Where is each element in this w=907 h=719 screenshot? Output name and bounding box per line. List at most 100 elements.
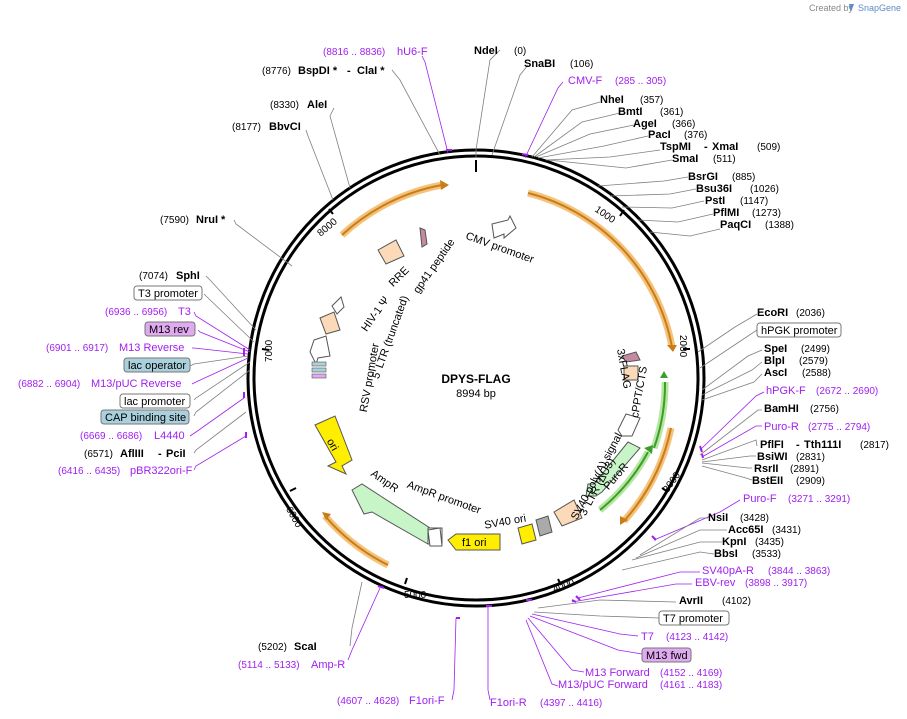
site-snabi[interactable]: SnaBI (106) bbox=[524, 58, 593, 70]
site-bsteii[interactable]: BstEII (2909) bbox=[752, 475, 825, 487]
feature-box-lac-operator[interactable]: lac operator bbox=[123, 357, 191, 373]
site-agei[interactable]: AgeI (366) bbox=[633, 118, 695, 130]
primer-cmv-f[interactable]: CMV-F (285 .. 305) bbox=[568, 75, 666, 87]
site-ndei[interactable]: NdeI (0) bbox=[474, 45, 526, 57]
svg-text:EBV-rev: EBV-rev bbox=[695, 577, 736, 589]
site-scai[interactable]: (5202) ScaI bbox=[258, 641, 317, 653]
svg-text:F1ori-R: F1ori-R bbox=[490, 697, 527, 709]
site-rsrii[interactable]: RsrII (2891) bbox=[754, 463, 819, 475]
feature-box-m13-rev[interactable]: M13 rev bbox=[144, 321, 196, 337]
site-alei[interactable]: (8330) AleI bbox=[270, 99, 327, 111]
feature-box-t3-promoter[interactable]: T3 promoter bbox=[133, 285, 203, 301]
primer-pbr322ori-f[interactable]: (6416 .. 6435) pBR322ori-F bbox=[58, 465, 193, 477]
primer-amp-r[interactable]: (5114 .. 5133) Amp-R bbox=[238, 659, 345, 671]
primer-f1ori-f[interactable]: (4607 .. 4628) F1ori-F bbox=[337, 695, 445, 707]
feature-flag[interactable] bbox=[621, 351, 641, 363]
feature-box-cap-binding[interactable]: CAP binding site bbox=[100, 409, 190, 425]
feature-psi[interactable] bbox=[331, 296, 345, 315]
feature-puror[interactable] bbox=[585, 441, 641, 497]
tick-5000: 5000 bbox=[404, 590, 427, 601]
site-bspdi-clai[interactable]: (8776) BspDI * - ClaI * bbox=[262, 65, 385, 77]
svg-text:(3435): (3435) bbox=[755, 537, 784, 548]
primer-m13-puc-reverse[interactable]: (6882 .. 6904) M13/pUC Reverse bbox=[18, 378, 181, 390]
svg-text:NruI *: NruI * bbox=[196, 214, 226, 226]
site-asci[interactable]: AscI (2588) bbox=[764, 367, 831, 379]
primer-puro-r[interactable]: Puro-R (2775 .. 2794) bbox=[764, 421, 870, 433]
feature-cppt[interactable] bbox=[617, 413, 641, 437]
feature-sv40ori[interactable] bbox=[517, 523, 537, 545]
site-bmti[interactable]: BmtI (361) bbox=[618, 106, 683, 118]
site-nsii[interactable]: NsiI (3428) bbox=[708, 512, 769, 524]
feature-box-m13-fwd[interactable]: M13 fwd bbox=[641, 647, 692, 663]
svg-text:-: - bbox=[158, 448, 162, 460]
primer-l4440[interactable]: (6669 .. 6686) L4440 bbox=[80, 430, 185, 442]
svg-text:Tth111I: Tth111I bbox=[804, 439, 841, 451]
site-paqci[interactable]: PaqCI (1388) bbox=[720, 219, 794, 231]
site-tspmi-xmai[interactable]: TspMI - XmaI (509) bbox=[660, 141, 780, 153]
svg-text:(3844 .. 3863): (3844 .. 3863) bbox=[768, 566, 830, 577]
svg-text:BmtI: BmtI bbox=[618, 106, 642, 118]
tick-4000: 4000 bbox=[551, 577, 576, 595]
site-pflmi[interactable]: PflMI (1273) bbox=[713, 207, 781, 219]
svg-text:lac promoter: lac promoter bbox=[124, 396, 185, 408]
svg-text:(2499): (2499) bbox=[801, 344, 830, 355]
primer-hpgk-f[interactable]: hPGK-F (2672 .. 2690) bbox=[766, 385, 878, 397]
primer-t7[interactable]: T7 (4123 .. 4142) bbox=[641, 631, 728, 643]
site-paci[interactable]: PacI (376) bbox=[648, 129, 707, 141]
site-bsiwi[interactable]: BsiWI (2831) bbox=[757, 451, 825, 463]
feature-3ltr[interactable] bbox=[553, 499, 583, 527]
site-blpi[interactable]: BlpI (2579) bbox=[764, 355, 828, 367]
site-bamhi[interactable]: BamHI (2756) bbox=[764, 403, 839, 415]
feature-box-t7-promoter[interactable]: T7 promoter bbox=[658, 610, 730, 626]
svg-text:BstEII: BstEII bbox=[752, 475, 783, 487]
feature-sv40pa-box[interactable] bbox=[535, 515, 553, 537]
primer-sv40pa-r[interactable]: SV40pA-R (3844 .. 3863) bbox=[702, 565, 830, 577]
site-avrii[interactable]: AvrII (4102) bbox=[679, 595, 751, 607]
svg-text:SpeI: SpeI bbox=[764, 343, 787, 355]
svg-text:(7590): (7590) bbox=[160, 215, 189, 226]
site-acc65i[interactable]: Acc65I (3431) bbox=[728, 524, 801, 536]
feature-rsv[interactable] bbox=[309, 335, 331, 366]
primer-hu6-f[interactable]: (8816 .. 8836) hU6-F bbox=[323, 46, 428, 58]
feature-rre[interactable] bbox=[377, 239, 405, 265]
primer-m13-forward[interactable]: M13 Forward (4152 .. 4169) bbox=[585, 667, 722, 679]
site-psti[interactable]: PstI (1147) bbox=[705, 195, 768, 207]
feature-peach-small[interactable] bbox=[623, 365, 639, 381]
primer-ebv-rev[interactable]: EBV-rev (3898 .. 3917) bbox=[695, 577, 807, 589]
feature-cmv-promoter[interactable] bbox=[491, 214, 517, 240]
primer-f1ori-r[interactable]: F1ori-R (4397 .. 4416) bbox=[490, 697, 602, 709]
feature-box-lac-promoter[interactable]: lac promoter bbox=[119, 393, 191, 409]
svg-text:(8330): (8330) bbox=[270, 100, 299, 111]
feature-ori[interactable] bbox=[314, 415, 353, 476]
feature-5ltr[interactable] bbox=[319, 311, 341, 335]
primer-puro-f[interactable]: Puro-F (3271 .. 3291) bbox=[743, 493, 850, 505]
primer-m13-reverse[interactable]: (6901 .. 6917) M13 Reverse bbox=[46, 342, 184, 354]
site-bsrgi[interactable]: BsrGI (885) bbox=[688, 171, 755, 183]
site-bbvci[interactable]: (8177) BbvCI bbox=[232, 121, 301, 133]
svg-text:M13/pUC Reverse: M13/pUC Reverse bbox=[91, 378, 181, 390]
svg-text:PciI: PciI bbox=[166, 448, 186, 460]
feature-box-hpgk-promoter[interactable]: hPGK promoter bbox=[756, 322, 842, 338]
site-nrui[interactable]: (7590) NruI * bbox=[160, 214, 226, 226]
svg-text:BspDI *: BspDI * bbox=[298, 65, 338, 77]
site-kpni[interactable]: KpnI (3435) bbox=[722, 536, 784, 548]
site-afliii-pcii[interactable]: (6571) AflIII - PciI bbox=[84, 448, 186, 460]
site-sphi[interactable]: (7074) SphI bbox=[139, 270, 200, 282]
site-ecori[interactable]: EcoRI (2036) bbox=[757, 307, 825, 319]
svg-text:(4102): (4102) bbox=[722, 596, 751, 607]
site-pflfi-tth111i[interactable]: PflFI - Tth111I (2817) bbox=[760, 439, 889, 451]
label-ampr-promoter: AmpR promoter bbox=[405, 479, 482, 517]
svg-text:(2817): (2817) bbox=[860, 440, 889, 451]
site-smai[interactable]: SmaI (511) bbox=[672, 153, 736, 165]
feature-gp41[interactable] bbox=[419, 227, 428, 248]
feature-ampr-promoter[interactable] bbox=[427, 527, 443, 547]
site-nhei[interactable]: NheI (357) bbox=[600, 94, 663, 106]
site-bbsi[interactable]: BbsI (3533) bbox=[714, 548, 781, 560]
site-bsu36i[interactable]: Bsu36I (1026) bbox=[696, 183, 779, 195]
primer-m13-puc-forward[interactable]: M13/pUC Forward (4161 .. 4183) bbox=[558, 679, 722, 691]
feature-f1ori[interactable] bbox=[447, 533, 501, 551]
primer-t3[interactable]: (6936 .. 6956) T3 bbox=[105, 306, 191, 318]
site-spei[interactable]: SpeI (2499) bbox=[764, 343, 830, 355]
tick-6000: 6000 bbox=[283, 505, 304, 530]
site-labels-left: (8816 .. 8836) hU6-F (8776) BspDI * - Cl… bbox=[18, 46, 445, 707]
